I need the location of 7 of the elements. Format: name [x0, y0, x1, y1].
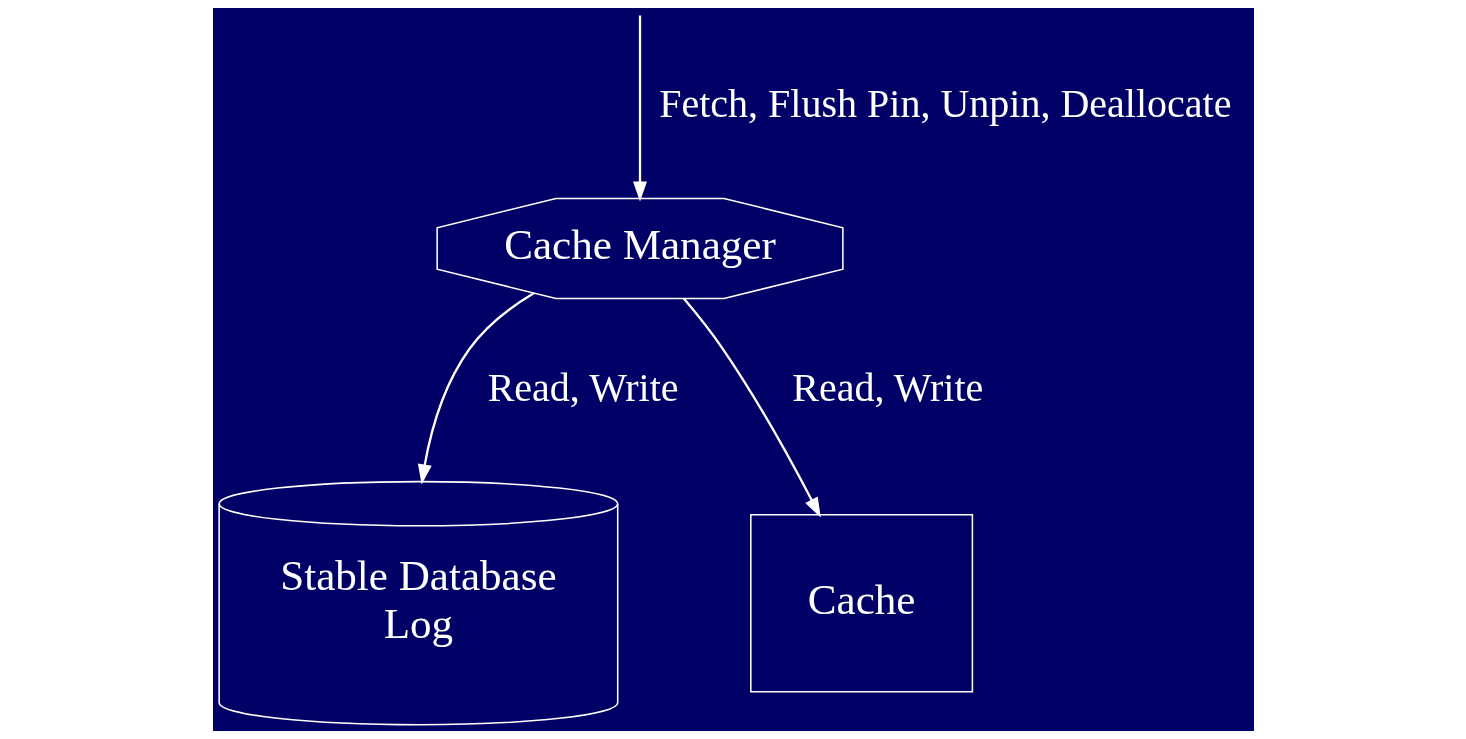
edge-label: Read, Write: [791, 364, 983, 410]
edge-label: Fetch, Flush Pin, Unpin, Deallocate: [658, 81, 1231, 127]
arrow: [632, 15, 647, 202]
node-box: Cache: [749, 513, 973, 693]
arrow: [417, 292, 534, 485]
edge-label: Read, Write: [487, 364, 679, 410]
arrow: [682, 297, 821, 518]
